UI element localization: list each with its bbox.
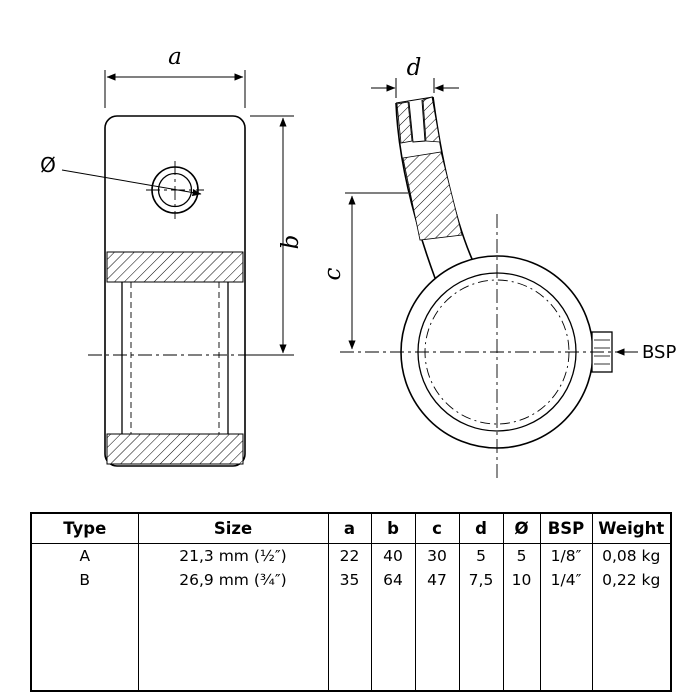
cell-bsp: 1/8″ xyxy=(539,543,593,568)
technical-drawing: a b Ø xyxy=(40,44,676,482)
cell-c: 30 xyxy=(414,543,460,568)
cell-bsp: 1/4″ xyxy=(539,568,593,592)
bsp-label: BSP xyxy=(642,342,676,363)
col-header-diameter: Ø xyxy=(502,513,541,544)
cell-b: 64 xyxy=(370,568,416,592)
dim-a-label: a xyxy=(168,44,182,70)
lug-hatch-left xyxy=(396,101,413,144)
cell-b: 40 xyxy=(370,543,416,568)
col-header-b: b xyxy=(370,513,416,544)
diameter-leader xyxy=(61,169,202,197)
cell-diameter: 5 xyxy=(502,543,541,568)
col-header-c: c xyxy=(414,513,460,544)
cell-size: 21,3 mm (½″) xyxy=(137,543,329,568)
table-row-type-b: B 26,9 mm (¾″) 35 64 47 7,5 10 1/4″ 0,22… xyxy=(30,568,672,592)
dimension-a xyxy=(104,70,246,108)
col-header-d: d xyxy=(458,513,504,544)
lug-tapped-hole xyxy=(408,99,426,143)
cell-weight: 0,08 kg xyxy=(591,543,672,568)
diameter-label: Ø xyxy=(40,153,56,177)
front-hatch-bottom xyxy=(106,433,244,465)
cell-a: 22 xyxy=(327,543,372,568)
table-row-type-a: A 21,3 mm (½″) 22 40 30 5 5 1/8″ 0,08 kg xyxy=(30,543,672,568)
col-header-bsp: BSP xyxy=(539,513,593,544)
dim-c-label: c xyxy=(320,267,346,280)
cell-d: 7,5 xyxy=(458,568,504,592)
side-view xyxy=(395,96,613,449)
spec-table-wrap: Type Size a b c d Ø BSP Weight A 21,3 mm… xyxy=(30,512,672,692)
dimension-c xyxy=(345,192,408,350)
front-body-outline xyxy=(104,115,246,467)
col-header-type: Type xyxy=(30,513,139,544)
col-header-weight: Weight xyxy=(591,513,672,544)
cell-c: 47 xyxy=(414,568,460,592)
cell-type: B xyxy=(30,568,139,592)
table-header-row: Type Size a b c d Ø BSP Weight xyxy=(30,513,672,544)
dim-d-label: d xyxy=(407,55,422,81)
cell-type: A xyxy=(30,543,139,568)
cell-weight: 0,22 kg xyxy=(591,568,672,592)
cell-diameter: 10 xyxy=(502,568,541,592)
lug-hatch-right xyxy=(422,96,441,143)
cell-a: 35 xyxy=(327,568,372,592)
lug-hatch-mid xyxy=(402,151,463,241)
col-header-a: a xyxy=(327,513,372,544)
dimension-b xyxy=(250,115,294,356)
dim-b-label: b xyxy=(278,235,304,250)
lug-top-edge xyxy=(395,96,434,104)
table-filler-row xyxy=(30,592,672,691)
spec-table: Type Size a b c d Ø BSP Weight A 21,3 mm… xyxy=(30,512,672,692)
cell-d: 5 xyxy=(458,543,504,568)
cell-size: 26,9 mm (¾″) xyxy=(137,568,329,592)
front-hatch-top xyxy=(106,251,244,283)
dimension-d xyxy=(371,78,459,98)
side-centerlines xyxy=(340,214,624,482)
front-view xyxy=(104,115,246,467)
lug-outer-edge xyxy=(395,102,436,279)
col-header-size: Size xyxy=(137,513,329,544)
